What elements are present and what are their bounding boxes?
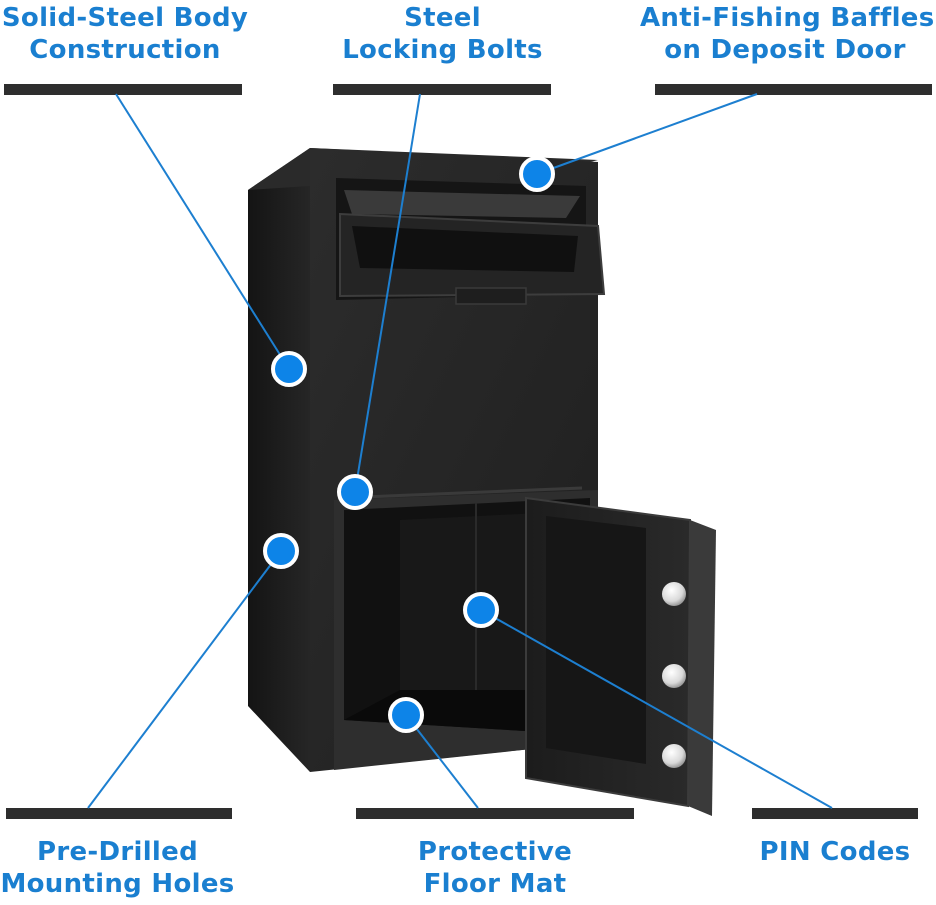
door-inner-panel (546, 516, 646, 764)
label-underline-bar (333, 84, 551, 95)
locking-bolt-knob (662, 744, 686, 768)
callout-label-steel-locking-bolts: Steel Locking Bolts (342, 3, 543, 65)
leader-line (87, 550, 282, 809)
callout-label-pin-codes: PIN Codes (759, 837, 911, 867)
label-underline-bar (4, 84, 242, 95)
callout-marker-dot (388, 697, 424, 733)
callout-label-solid-steel-body: Solid-Steel Body Construction (1, 3, 249, 65)
callout-marker-dot (337, 474, 373, 510)
callout-marker-dot (263, 533, 299, 569)
open-door-edge (688, 520, 716, 816)
leader-line (536, 93, 758, 175)
callout-label-protective-floor-mat: Protective Floor Mat (417, 837, 573, 899)
label-underline-bar (356, 808, 634, 819)
callout-marker-dot (463, 592, 499, 628)
deposit-drawer-handle (455, 287, 527, 305)
callout-label-anti-fishing-baffles: Anti-Fishing Baffles on Deposit Door (640, 3, 935, 65)
leader-line (480, 609, 833, 809)
callout-marker-dot (271, 351, 307, 387)
leader-line (405, 714, 479, 809)
locking-bolt-knob (662, 664, 686, 688)
callout-label-pre-drilled-holes: Pre-Drilled Mounting Holes (0, 837, 235, 899)
safe-side-panel (248, 148, 310, 772)
label-underline-bar (655, 84, 932, 95)
leader-line (115, 93, 290, 370)
leader-line (354, 93, 421, 493)
label-underline-bar (752, 808, 918, 819)
deposit-drawer-baffle (352, 226, 578, 272)
locking-bolt-knob (662, 582, 686, 606)
label-underline-bar (6, 808, 232, 819)
callout-marker-dot (519, 156, 555, 192)
